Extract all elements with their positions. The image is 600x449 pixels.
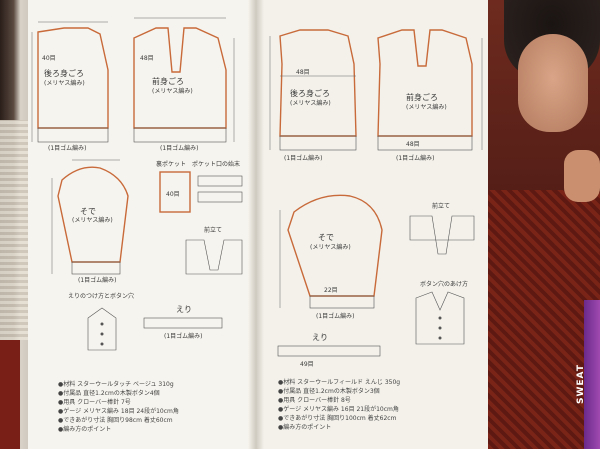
right-photo-strip: SWEAT: [488, 0, 600, 449]
left-note-2: ●付属品 直径1.2cmの木製ボタン4個: [58, 389, 160, 397]
sleeve-diagram: そで (メリヤス編み) (1目ゴム編み): [51, 159, 129, 284]
back-body-diagram: 後ろ身ごろ (メリヤス編み) 40目 (1目ゴム編み): [31, 21, 109, 152]
right-sleeve-rib-note: (1目ゴム編み): [316, 312, 355, 320]
left-pattern-diagram: 後ろ身ごろ (メリヤス編み) 40目 (1目ゴム編み) 前身ごろ (メリヤス編み…: [31, 17, 243, 433]
right-sleeve-label: そで: [318, 233, 334, 242]
front-body-sub: (メリヤス編み): [152, 87, 193, 95]
right-back-sub: (メリヤス編み): [290, 99, 331, 107]
red-sweater-photo: [488, 190, 600, 449]
collar-diagram: えり (1目ゴム編み): [143, 305, 223, 340]
right-note-5: ●できあがり寸法 胸回り100cm 着丈62cm: [278, 414, 397, 422]
sleeve-sub: (メリヤス編み): [72, 216, 113, 224]
right-back-dim: 48目: [296, 69, 310, 76]
back-rib-note: (1目ゴム編み): [48, 144, 87, 152]
left-note-6: ●編み方のポイント: [58, 425, 111, 433]
back-body-label: 後ろ身ごろ: [44, 68, 84, 78]
right-placket-label: 前立て: [432, 202, 450, 210]
button-detail-label: えりのつけ方とボタン穴: [68, 292, 134, 300]
right-back-body-diagram: 後ろ身ごろ (メリヤス編み) 48目 (1目ゴム編み): [269, 29, 357, 162]
right-collar-label: えり: [312, 333, 328, 342]
model-face: [518, 34, 588, 132]
right-note-6: ●編み方のポイント: [278, 423, 331, 431]
right-note-3: ●用具 クローバー棒針 8号: [278, 396, 351, 404]
right-front-rib-note: (1目ゴム編み): [396, 154, 435, 162]
sleeve-rib-note: (1目ゴム編み): [78, 276, 117, 284]
button-detail-diagram: えりのつけ方とボタン穴: [68, 292, 134, 351]
pocket-label: 裏ポケット: [156, 160, 186, 168]
left-note-5: ●できあがり寸法 胸回り98cm 着丈60cm: [58, 416, 173, 424]
left-pattern-page: 後ろ身ごろ (メリヤス編み) 40目 (1目ゴム編み) 前身ごろ (メリヤス編み…: [28, 0, 256, 449]
right-sleeve-dim: 22目: [324, 287, 338, 294]
right-pattern-diagram: 後ろ身ごろ (メリヤス編み) 48目 (1目ゴム編み) 前身ごろ (メリヤス編み…: [269, 29, 483, 431]
right-front-body-diagram: 前身ごろ (メリヤス編み) 48目 (1目ゴム編み): [377, 29, 483, 162]
buttonhole-label: ボタン穴のあけ方: [420, 280, 468, 288]
right-notes: ●材料 スターウールフィールド えんじ 350g ●付属品 直径1.2cmの木製…: [278, 378, 400, 431]
red-garment-photo: [0, 340, 20, 449]
right-pattern-page: 後ろ身ごろ (メリヤス編み) 48目 (1目ゴム編み) 前身ごろ (メリヤス編み…: [256, 0, 502, 449]
purple-stripe: [584, 300, 600, 449]
right-back-label: 後ろ身ごろ: [290, 88, 330, 98]
right-note-2: ●付属品 直径1.2cmの木製ボタン3個: [278, 387, 380, 395]
placket-label: 前立て: [204, 226, 222, 234]
model-hand: [564, 150, 600, 202]
buttonhole-diagram: ボタン穴のあけ方: [415, 280, 468, 345]
front-body-diagram: 前身ごろ (メリヤス編み) 48目 (1目ゴム編み): [133, 17, 235, 152]
pocket-finish-label: ポケット口の始末: [192, 160, 240, 168]
right-front-sub: (メリヤス編み): [406, 103, 447, 111]
collar-rib-note: (1目ゴム編み): [164, 332, 203, 340]
sleeve-label: そで: [80, 207, 96, 216]
right-front-dim: 48目: [406, 141, 420, 148]
placket-diagram: 前立て: [185, 226, 243, 275]
back-dim-1: 40目: [42, 55, 56, 62]
right-back-rib-note: (1目ゴム編み): [284, 154, 323, 162]
right-placket-diagram: 前立て: [409, 202, 475, 255]
back-body-sub: (メリヤス編み): [44, 79, 85, 87]
left-note-3: ●用具 クローバー棒針 7号: [58, 398, 131, 406]
right-sleeve-diagram: そで (メリヤス編み) 22目 (1目ゴム編み): [279, 194, 383, 320]
left-note-4: ●ゲージ メリヤス編み 18目 24段が10cm角: [58, 407, 179, 415]
pocket-dim: 40目: [166, 191, 180, 198]
front-body-label: 前身ごろ: [152, 76, 184, 86]
right-note-4: ●ゲージ メリヤス編み 16目 21段が10cm角: [278, 405, 399, 413]
right-sleeve-sub: (メリヤス編み): [310, 243, 351, 251]
left-notes: ●材料 スターウールタッチ ベージュ 310g ●付属品 直径1.2cmの木製ボ…: [58, 380, 179, 433]
front-rib-note: (1目ゴム編み): [160, 144, 199, 152]
brand-text: SWEAT: [576, 364, 586, 404]
right-front-label: 前身ごろ: [406, 92, 438, 102]
right-note-1: ●材料 スターウールフィールド えんじ 350g: [278, 378, 400, 386]
collar-label: えり: [176, 305, 192, 314]
pocket-diagram: 裏ポケット ポケット口の始末 40目: [156, 160, 243, 213]
page-gutter: [248, 0, 264, 449]
front-dim-1: 48目: [140, 55, 154, 62]
left-note-1: ●材料 スターウールタッチ ベージュ 310g: [58, 380, 174, 388]
right-collar-dim: 49目: [300, 361, 314, 368]
right-collar-diagram: えり 49目: [277, 333, 381, 368]
